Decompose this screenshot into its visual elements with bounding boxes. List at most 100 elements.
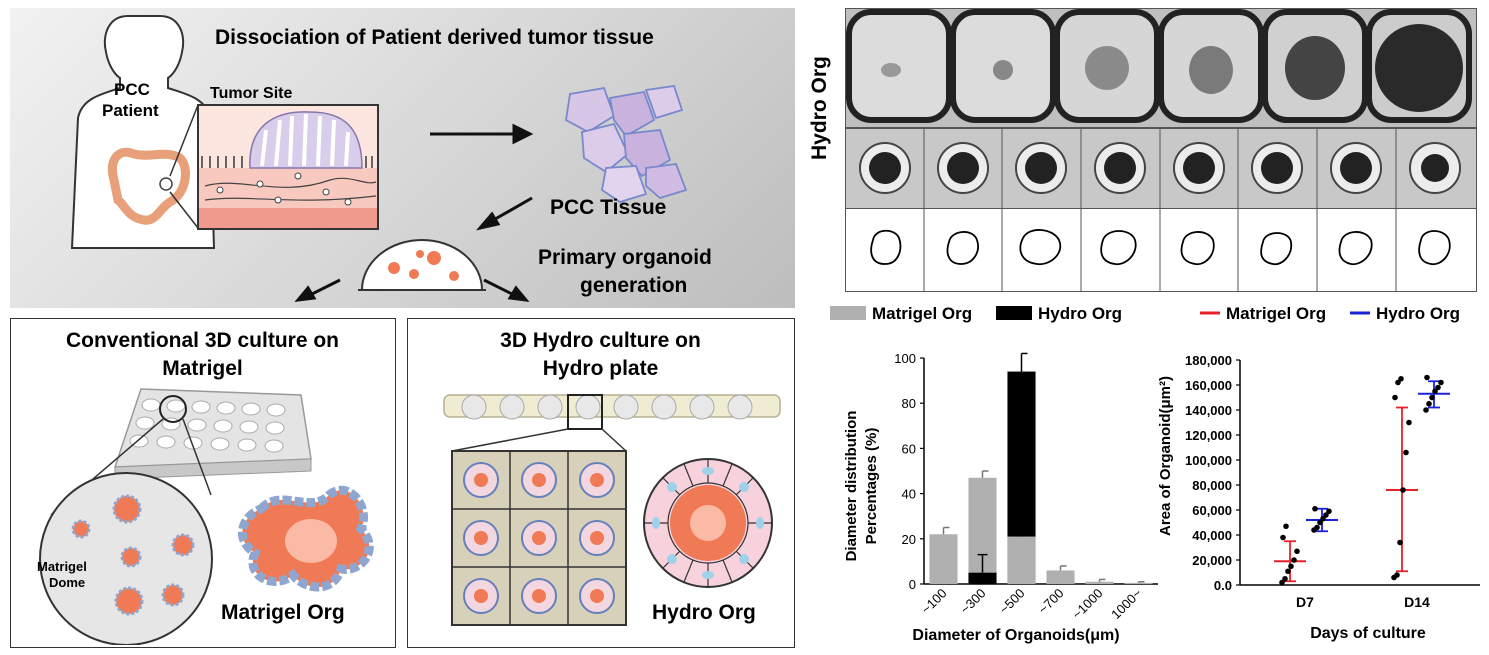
area-data-point [1285,568,1291,575]
bar-x-tick-label: ~300 [957,586,988,617]
conventional-culture-panel: Conventional 3D culture on Matrigel [10,318,396,648]
patient-label-1: PCC [114,80,150,99]
dissociation-title: Dissociation of Patient derived tumor ti… [215,26,654,49]
matrigel-org-label: Matrigel Org [221,601,345,624]
area-data-point [1438,379,1444,386]
hydro-culture-panel: 3D Hydro culture on Hydro plate [407,318,795,648]
area-y-tick-label: 60,000 [1192,503,1232,518]
area-xlabel: Days of culture [1310,625,1426,642]
area-data-point [1395,379,1401,386]
small-well-images [859,128,1461,292]
legend-label-hydro: Hydro Org [1038,304,1122,323]
legend-label-matrigel: Matrigel Org [872,304,972,323]
bar-matrigel [1007,536,1036,584]
conv-title-1: Conventional 3D culture on [65,329,340,352]
area-data-point [1397,539,1403,546]
area-y-tick-label: 80,000 [1192,478,1232,493]
large-well-images [846,9,1472,123]
area-x-tick-label: D14 [1404,594,1430,610]
area-data-point [1424,374,1430,381]
dissociation-panel: Dissociation of Patient derived tumor ti… [10,8,795,308]
tumor-site-label: Tumor Site [210,85,293,102]
area-y-tick-label: 120,000 [1185,428,1232,443]
patient-label-2: Patient [102,101,159,120]
bar-xlabel: Diameter of Organoids(μm) [912,627,1119,644]
hydro-title-1: 3D Hydro culture on [500,329,701,352]
area-legend-label-hydro: Hydro Org [1376,304,1460,323]
bar-y-tick-label: 80 [902,396,916,411]
bar-y-tick-label: 40 [902,487,916,502]
primary-organoid-label-1: Primary organoid [538,246,712,269]
area-y-tick-label: 180,000 [1185,353,1232,368]
bar-matrigel [1046,570,1075,584]
matrigel-illustration [39,388,374,645]
area-legend-label-matrigel: Matrigel Org [1226,304,1326,323]
diameter-distribution-chart: Matrigel Org Hydro Org Diameter distribu… [830,304,1158,644]
bar-ylabel-2: Percentages (%) [863,428,880,545]
area-data-point [1320,515,1326,522]
area-y-tick-label: 40,000 [1192,528,1232,543]
micrograph-images [846,9,1472,292]
primary-organoid-label-2: generation [580,274,688,297]
well-plate-icon [113,388,312,480]
area-y-tick-label: 140,000 [1185,403,1232,418]
matrigel-org-icon [238,485,374,592]
hydro-title-2: Hydro plate [542,357,659,380]
legend-swatch-matrigel [830,306,866,320]
bar-y-tick-label: 60 [902,441,916,456]
pcc-tissue-label: PCC Tissue [550,196,667,219]
matrigel-dome-label-1: Matrigel [37,559,87,574]
bar-x-tick-label: ~1000 [1069,586,1105,622]
bar-ylabel-1: Diameter distribution [843,411,860,562]
area-data-point [1282,575,1288,582]
area-data-point [1435,384,1441,391]
matrigel-dome-label-2: Dome [49,575,86,590]
hydro-plate-strip-icon [443,394,781,430]
area-data-point [1326,508,1332,515]
bar-matrigel [929,534,958,584]
primary-dome-icon [358,239,486,291]
microwell-grid-icon [451,450,627,626]
area-data-point [1288,563,1294,570]
matrigel-dome-icon [39,472,213,645]
area-data-point [1406,419,1412,426]
organoid-outlines [870,229,1451,266]
area-data-point [1294,548,1300,555]
area-data-point [1312,505,1318,512]
area-x-tick-label: D7 [1296,594,1314,610]
area-data-point [1392,394,1398,401]
bar-x-tick-label: ~500 [996,586,1027,617]
bar-x-tick-label: ~700 [1035,586,1066,617]
bar-x-tick-label: ~100 [918,586,949,617]
area-data-point [1429,394,1435,401]
process-arrows [294,123,534,302]
bar-hydro [968,572,997,584]
bar-y-tick-label: 20 [902,532,916,547]
area-data-point [1403,449,1409,456]
micrograph-side-label: Hydro Org [808,56,831,160]
area-data-point [1279,579,1285,586]
area-data-point [1432,388,1438,395]
bar-y-tick-label: 0 [909,577,916,592]
conv-title-2: Matrigel [162,357,243,380]
area-data-point [1314,524,1320,531]
colon-icon [108,147,190,225]
area-data-point [1400,487,1406,493]
area-data-point [1394,572,1400,578]
area-data-point [1283,523,1289,530]
bar-y-tick-label: 100 [894,351,916,366]
area-y-tick-label: 0.0 [1214,578,1232,593]
area-data-point [1280,534,1286,541]
hydro-illustration [443,394,781,626]
hydro-org-icon [643,458,773,588]
area-data-point [1323,512,1329,518]
legend-swatch-hydro [996,306,1032,320]
bar-matrigel [1124,582,1153,584]
hydro-org-label: Hydro Org [652,601,756,624]
area-data-point [1398,375,1404,382]
tumor-site-tissue [197,104,379,230]
area-ylabel: Area of Organoid(μm²) [1157,376,1174,536]
bar-matrigel [1085,581,1114,584]
area-data-point [1291,557,1297,563]
pcc-tissue-icon [565,85,688,203]
